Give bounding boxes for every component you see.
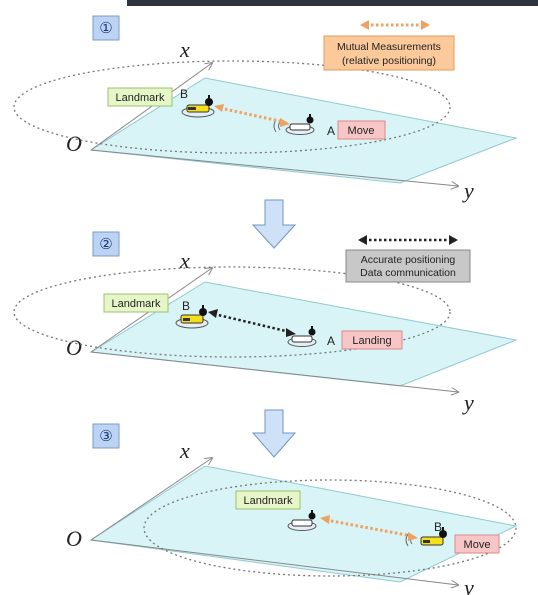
y-axis-label: y (462, 575, 474, 595)
robot-b-letter: B (180, 87, 188, 101)
landmark-label: Landmark (244, 495, 293, 507)
origin-label: O (66, 131, 82, 156)
legend-accurate-positioning: Accurate positioning Data communication (345, 235, 471, 283)
next-step-arrow (251, 409, 297, 458)
y-axis (90, 149, 458, 186)
arrow-head-left (208, 309, 218, 318)
x-axis-label: x (179, 248, 190, 273)
legend-line2: (relative positioning) (342, 55, 436, 67)
landmark-label: Landmark (116, 92, 165, 104)
action-tag (341, 330, 403, 350)
x-axis-label: x (179, 438, 190, 463)
robot-a-letter: A (327, 124, 335, 138)
landmark-tag (107, 87, 173, 107)
legend-line1: Accurate positioning (361, 254, 456, 266)
step-number: ② (99, 235, 112, 253)
legend-mutual-measurements: Mutual Measurements (relative positionin… (323, 20, 455, 71)
landmark-robot-b (175, 304, 209, 329)
y-axis-label: y (462, 178, 474, 203)
legend-line2: Data communication (360, 267, 456, 279)
communication-range (143, 479, 517, 577)
accurate-positioning-arrow (213, 312, 291, 334)
panel-step-3: ③ x y O A B Landmark Move (66, 423, 518, 595)
robot-a-letter: A (327, 334, 335, 348)
top-image-strip (127, 0, 538, 6)
arrow-head-left (214, 104, 224, 112)
communication-range (13, 266, 451, 358)
robot-b-letter: B (182, 299, 190, 313)
step-number: ① (99, 19, 112, 37)
action-label: Move (348, 125, 375, 137)
y-axis-label: y (462, 390, 474, 415)
arrow-head-right (280, 118, 290, 127)
x-axis (90, 458, 212, 541)
mutual-measurement-arrow (219, 106, 285, 124)
robot-b-letter: B (434, 520, 442, 534)
landmark-tag (103, 293, 169, 313)
action-label: Move (464, 539, 491, 551)
legend-line1: Mutual Measurements (337, 41, 441, 53)
arrow-head-left (320, 515, 330, 524)
y-axis (90, 539, 458, 585)
origin-label: O (66, 335, 82, 360)
action-tag (454, 534, 500, 554)
origin-label: O (66, 526, 82, 551)
action-tag (337, 120, 386, 140)
panel-step-1: ① x y O B A Landmark Move Mutual Measure… (13, 15, 518, 203)
step-number-box (92, 231, 120, 257)
panel-step-2: ② x y O B A Landmark Landing Accurate po… (13, 231, 518, 415)
arrow-head-right (408, 532, 418, 541)
action-label: Landing (352, 335, 391, 347)
landmark-label: Landmark (112, 298, 161, 310)
arrow-head-right (286, 328, 296, 337)
x-axis-label: x (179, 37, 190, 62)
step-number-box (92, 15, 120, 41)
landmark-tag (235, 490, 301, 510)
y-axis (90, 351, 458, 392)
communication-range (13, 60, 451, 154)
step-number-box (92, 423, 120, 449)
next-step-arrow (251, 199, 297, 249)
step-number: ③ (99, 427, 112, 445)
